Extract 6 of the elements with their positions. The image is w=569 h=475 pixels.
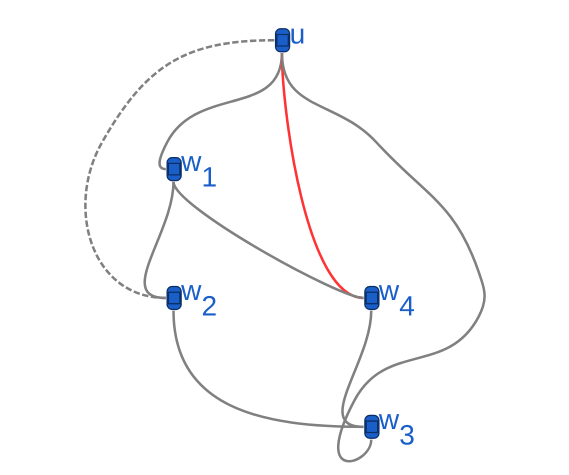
connector (172, 181, 364, 300)
connector (84, 38, 274, 300)
connector (143, 182, 174, 300)
connector (340, 310, 372, 428)
node-label: u (289, 18, 305, 50)
connector (280, 52, 486, 462)
